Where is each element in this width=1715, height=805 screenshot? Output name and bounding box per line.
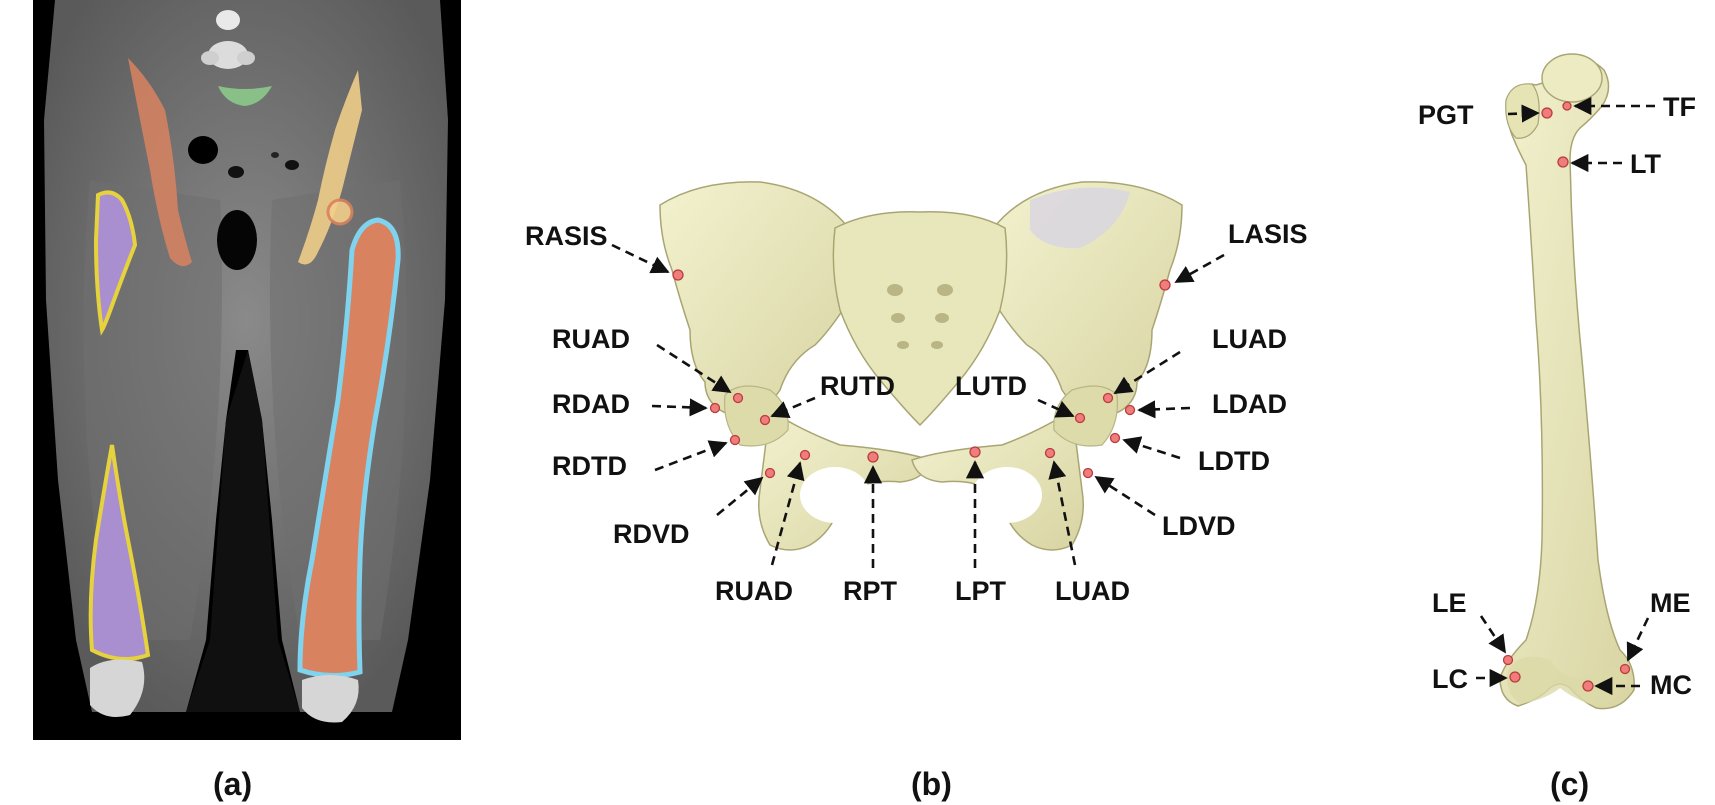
label-ldvd: LDVD — [1162, 511, 1236, 541]
femur-arrows — [1476, 96, 1655, 696]
caption-b: (b) — [911, 766, 952, 802]
pelvis-labels: RASIS LASIS RUAD LUAD RDAD LDAD RUTD LUT… — [525, 219, 1308, 606]
caption-a: (a) — [213, 766, 252, 802]
landmark-lpt — [969, 446, 981, 458]
femur-greater-trochanter — [1505, 83, 1540, 139]
landmark-rdad — [709, 402, 721, 414]
landmark-ldtd — [1109, 432, 1121, 444]
label-ruad-bottom: RUAD — [715, 576, 793, 606]
ct-leg-gap — [186, 350, 300, 712]
arrow-le — [1479, 615, 1507, 654]
arrow-rutd — [770, 396, 816, 419]
pelvis-arrows — [611, 243, 1225, 568]
landmark-luad-top — [1102, 392, 1114, 404]
ct-seg-green — [218, 86, 272, 106]
label-ldtd: LDTD — [1198, 446, 1270, 476]
caption-c: (c) — [1550, 766, 1589, 802]
pelvis-right-ilium — [659, 181, 855, 417]
ct-bowel-gas — [188, 136, 299, 270]
ct-knee-bones — [90, 659, 359, 723]
ct-seg-right-ilium — [128, 58, 192, 267]
landmark-lasis — [1159, 279, 1171, 291]
ct-vertebra — [201, 10, 255, 69]
pelvis-sacral-foramina — [887, 284, 953, 349]
label-lutd: LUTD — [955, 371, 1027, 401]
arrow-rdvd — [716, 476, 764, 517]
landmark-rpt — [867, 451, 879, 463]
arrow-ruad-bottom — [770, 461, 805, 566]
arrow-ldvd — [1094, 475, 1156, 517]
label-lt: LT — [1630, 149, 1661, 179]
ct-scan-panel — [33, 0, 461, 740]
label-me: ME — [1650, 588, 1691, 618]
label-ruad-top: RUAD — [552, 324, 630, 354]
label-lpt: LPT — [955, 576, 1007, 606]
label-rasis: RASIS — [525, 221, 608, 251]
pelvis-left-ilium-shade — [1030, 187, 1130, 249]
landmark-luad-bottom — [1044, 447, 1056, 459]
landmark-ldad — [1124, 404, 1136, 416]
pelvis-sacrum — [832, 211, 1008, 427]
landmark-rasis — [672, 269, 684, 281]
arrow-me — [1626, 617, 1650, 662]
label-mc: MC — [1650, 670, 1692, 700]
label-le: LE — [1432, 588, 1467, 618]
landmark-lt — [1557, 156, 1569, 168]
pelvis-right-obturator — [800, 467, 870, 523]
label-rdad: RDAD — [552, 389, 630, 419]
arrow-lasis — [1174, 253, 1225, 284]
arrow-rdtd — [654, 440, 728, 472]
pelvis-landmarks — [672, 269, 1171, 479]
pelvis-left-obturator — [972, 467, 1042, 523]
landmark-me — [1619, 663, 1631, 675]
landmark-lc — [1509, 671, 1521, 683]
arrow-luad-bottom — [1048, 460, 1077, 566]
femur-head — [1541, 53, 1603, 103]
arrow-ldad — [1137, 400, 1191, 419]
label-luad-top: LUAD — [1212, 324, 1287, 354]
landmark-rdvd — [764, 467, 776, 479]
label-rpt: RPT — [843, 576, 898, 606]
label-tf: TF — [1663, 92, 1696, 122]
label-pgt: PGT — [1418, 100, 1474, 130]
landmark-ruad-top — [732, 392, 744, 404]
ct-seg-right-femur-distal — [88, 444, 151, 661]
femur-landmarks — [1502, 101, 1631, 692]
label-rutd: RUTD — [820, 371, 895, 401]
arrow-lutd — [1037, 398, 1075, 418]
label-rdvd: RDVD — [613, 519, 690, 549]
femur-labels: PGT TF LT LE LC ME MC — [1418, 92, 1696, 700]
landmark-ruad-bottom — [799, 449, 811, 461]
arrow-rdad — [651, 398, 708, 417]
landmark-mc — [1582, 680, 1594, 692]
label-lc: LC — [1432, 664, 1468, 694]
label-lasis: LASIS — [1228, 219, 1308, 249]
pelvis-panel: RASIS LASIS RUAD LUAD RDAD LDAD RUTD LUT… — [525, 181, 1308, 606]
landmark-rutd — [759, 414, 771, 426]
femur-bone — [1499, 57, 1635, 710]
femur-panel: PGT TF LT LE LC ME MC — [1418, 53, 1696, 710]
landmark-lutd — [1074, 412, 1086, 424]
landmark-ldvd — [1082, 467, 1094, 479]
arrow-ldtd — [1122, 436, 1181, 460]
arrow-rasis — [611, 243, 670, 274]
landmark-pgt — [1541, 107, 1553, 119]
landmark-tf — [1562, 101, 1572, 111]
label-ldad: LDAD — [1212, 389, 1287, 419]
ct-seg-right-femur-proximal — [93, 190, 138, 336]
label-luad-bottom: LUAD — [1055, 576, 1130, 606]
landmark-le — [1502, 654, 1514, 666]
ct-seg-left-acetabulum — [326, 198, 354, 226]
pelvis-left-ilium — [987, 181, 1183, 417]
arrow-luad-top — [1113, 350, 1181, 395]
label-rdtd: RDTD — [552, 451, 627, 481]
ct-seg-left-ilium — [298, 70, 362, 265]
landmark-rdtd — [729, 434, 741, 446]
arrow-pgt — [1507, 104, 1540, 123]
